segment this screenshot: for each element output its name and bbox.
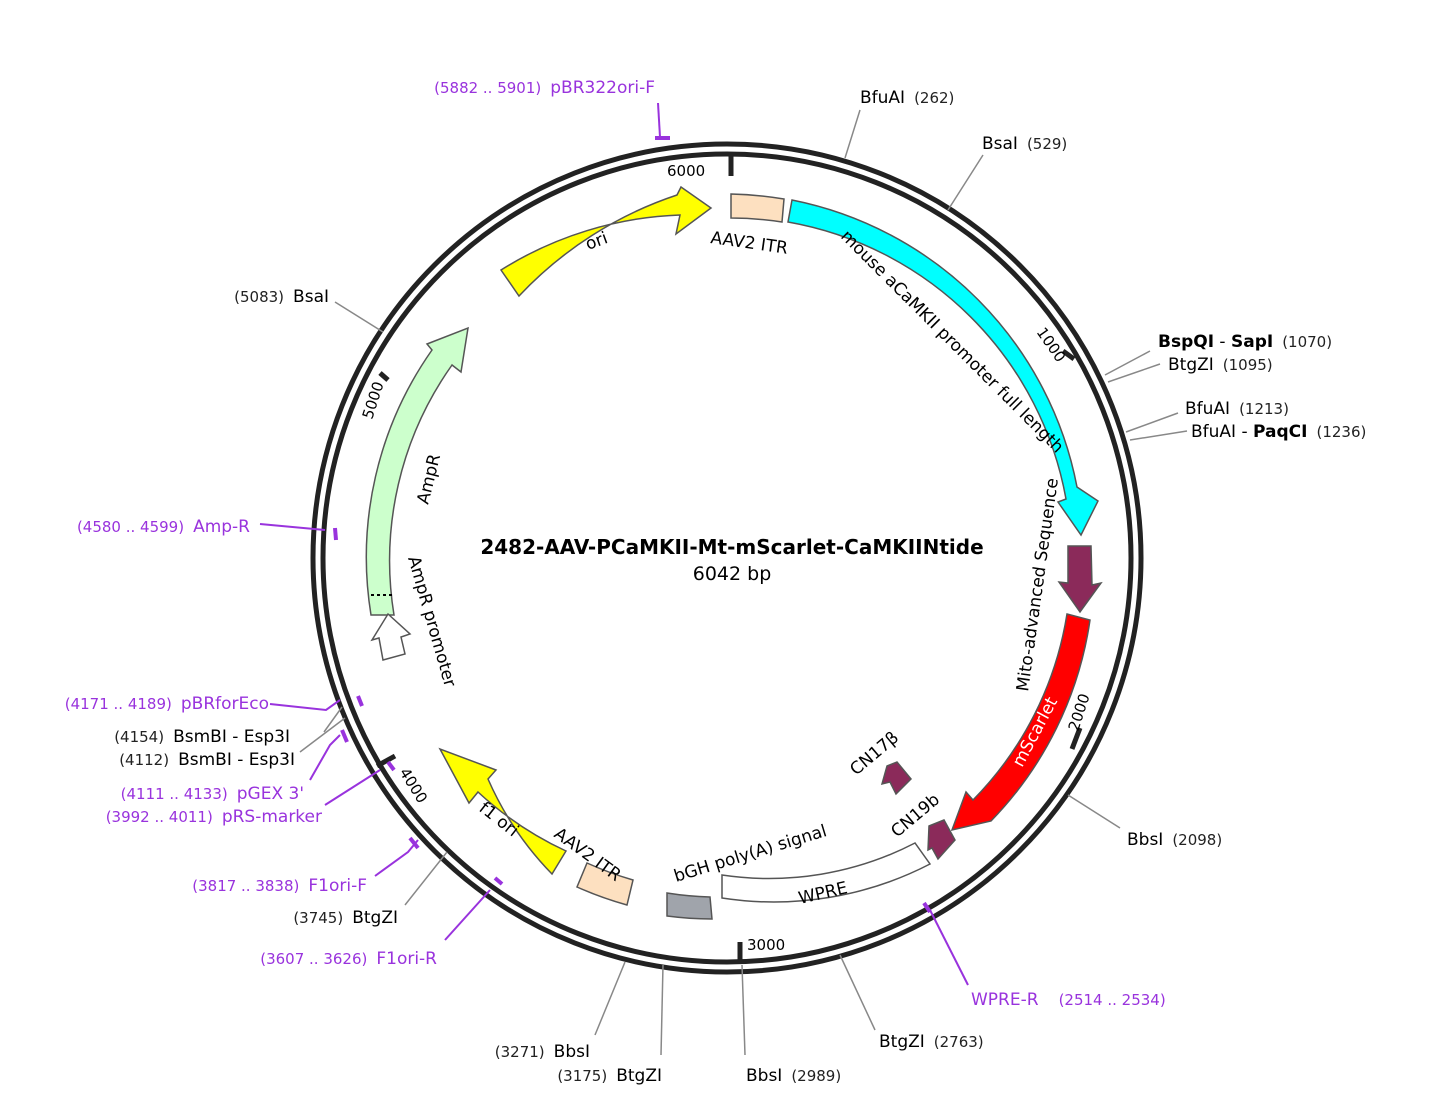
leader-btgzi-2763 (839, 954, 876, 1031)
primer-label-f1ori-r[interactable]: (3607 .. 3626)F1ori-R (260, 949, 437, 969)
tick-label-1000: 1000 (1033, 324, 1070, 366)
tick-5000 (378, 371, 390, 382)
site-leaders (299, 109, 1188, 1056)
primer-mark-pbrforeco (356, 695, 364, 707)
primer-pbr322ori-f[interactable] (657, 102, 661, 138)
plasmid-length: 6042 bp (693, 563, 772, 585)
leader-btgzi-1095 (1107, 363, 1161, 383)
primer-pgex3[interactable] (309, 734, 341, 781)
primer-mark-f1ori-f (408, 836, 420, 850)
label-aav2-itr-top: AAV2 ITR (709, 228, 789, 259)
backbone (310, 141, 1144, 975)
tick-marks (375, 154, 1083, 962)
leader-bsmbi-4112 (299, 717, 346, 753)
leader-bsai-5083 (334, 301, 384, 333)
site-bfuai-262[interactable]: BfuAI(262) (860, 88, 954, 108)
feature-mscarlet[interactable] (950, 613, 1091, 832)
leader-bfuai-1236 (1129, 430, 1188, 441)
primer-mark-amp-r (333, 527, 338, 541)
features (365, 185, 1103, 920)
label-mito-sequence: Mito-advanced Sequence (1013, 477, 1063, 693)
tick-2000 (1069, 727, 1083, 750)
site-bsmbi-4112[interactable]: (4112)BsmBI - Esp3I (119, 750, 295, 770)
site-btgzi-2763[interactable]: BtgZI(2763) (879, 1032, 984, 1052)
site-btgzi-1095[interactable]: BtgZI(1095) (1168, 355, 1273, 375)
feature-camkii-promoter[interactable] (787, 199, 1099, 537)
primer-label-amp-r[interactable]: (4580 .. 4599)Amp-R (77, 517, 250, 537)
primer-label-prs-marker[interactable]: (3992 .. 4011)pRS-marker (106, 807, 322, 827)
primer-label-pbrforeco[interactable]: (4171 .. 4189)pBRforEco (65, 694, 269, 714)
primer-mark-pgex3 (340, 729, 349, 743)
primer-mark-prs-marker (386, 760, 396, 772)
primer-label-wpre-r[interactable]: WPRE-R(2514 .. 2534) (971, 990, 1166, 1010)
feature-cn17b[interactable] (880, 761, 913, 796)
feature-aav2-itr-bottom[interactable] (576, 861, 634, 906)
primer-label-f1ori-f[interactable]: (3817 .. 3838)F1ori-F (192, 876, 367, 896)
feature-bgh[interactable] (666, 892, 713, 920)
site-bsai-529[interactable]: BsaI(529) (982, 134, 1067, 154)
label-ampr-promoter: AmpR promoter (403, 554, 459, 689)
feature-f1-ori[interactable] (438, 747, 568, 876)
primer-label-pgex3[interactable]: (4111 .. 4133)pGEX 3' (121, 784, 304, 804)
label-camkii-promoter: mouse aCaMKII promoter full length (836, 226, 1067, 457)
primer-f1ori-f[interactable] (374, 839, 419, 877)
tick-4000 (375, 753, 397, 769)
feature-ampr[interactable] (365, 326, 469, 616)
site-bbsi-2098[interactable]: BbsI(2098) (1127, 830, 1222, 850)
tick-1000 (1061, 348, 1076, 362)
tick-label-6000: 6000 (667, 162, 705, 180)
site-bfuai-1213[interactable]: BfuAI(1213) (1185, 399, 1289, 419)
site-labels: BfuAI(262) BsaI(529) BspQI - SapI(1070) … (114, 88, 1366, 1086)
site-bsai-5083[interactable]: (5083)BsaI (234, 287, 329, 307)
primer-pbrforeco[interactable] (269, 699, 341, 712)
primer-prs-marker[interactable] (324, 769, 381, 806)
primer-f1ori-r[interactable] (444, 889, 491, 941)
site-bsmbi-4154[interactable]: (4154)BsmBI - Esp3I (114, 727, 290, 747)
primer-mark-f1ori-r (493, 876, 504, 886)
leader-bfuai-262 (844, 109, 861, 159)
feature-wpre[interactable] (721, 842, 932, 903)
primers (259, 102, 969, 986)
leader-bsai-529 (947, 154, 984, 211)
plasmid-title-block: 2482-AAV-PCaMKII-Mt-mScarlet-CaMKIINtide… (480, 535, 983, 585)
leader-bfuai-1213 (1125, 412, 1179, 433)
leader-bbsi-2098 (1067, 794, 1121, 829)
feature-cn19b[interactable] (927, 819, 956, 861)
feature-ampr-promoter[interactable] (370, 612, 412, 661)
site-btgzi-3175[interactable]: (3175)BtgZI (557, 1066, 662, 1086)
primer-amp-r[interactable] (259, 523, 326, 531)
site-btgzi-3745[interactable]: (3745)BtgZI (293, 908, 398, 928)
site-bfuai-paqci-1236[interactable]: BfuAI - PaqCI(1236) (1191, 422, 1366, 442)
feature-mito-sequence[interactable] (1057, 545, 1103, 614)
leader-bspqi-1070 (1104, 350, 1151, 376)
site-bbsi-2989[interactable]: BbsI(2989) (746, 1066, 841, 1086)
tick-label-3000: 3000 (747, 936, 785, 954)
leader-btgzi-3175 (660, 964, 664, 1056)
site-bbsi-3271[interactable]: (3271)BbsI (495, 1042, 590, 1062)
primer-labels: (5882 .. 5901)pBR322ori-F (4580 .. 4599)… (65, 78, 1166, 1010)
primer-label-pbr322ori-f[interactable]: (5882 .. 5901)pBR322ori-F (434, 78, 655, 98)
primer-mark-wpre-r (922, 901, 932, 914)
leader-btgzi-3745 (404, 851, 448, 906)
feature-ori[interactable] (499, 185, 713, 298)
leader-bsmbi-4154 (323, 706, 343, 733)
leader-bbsi-2989 (741, 964, 746, 1056)
plasmid-name: 2482-AAV-PCaMKII-Mt-mScarlet-CaMKIINtide (480, 535, 983, 559)
site-bspqi-sapi-1070[interactable]: BspQI - SapI(1070) (1158, 332, 1332, 352)
label-ampr: AmpR (413, 452, 445, 506)
feature-aav2-itr-top[interactable] (730, 193, 785, 223)
primer-wpre-r[interactable] (929, 909, 969, 986)
leader-bbsi-3271 (594, 961, 626, 1036)
